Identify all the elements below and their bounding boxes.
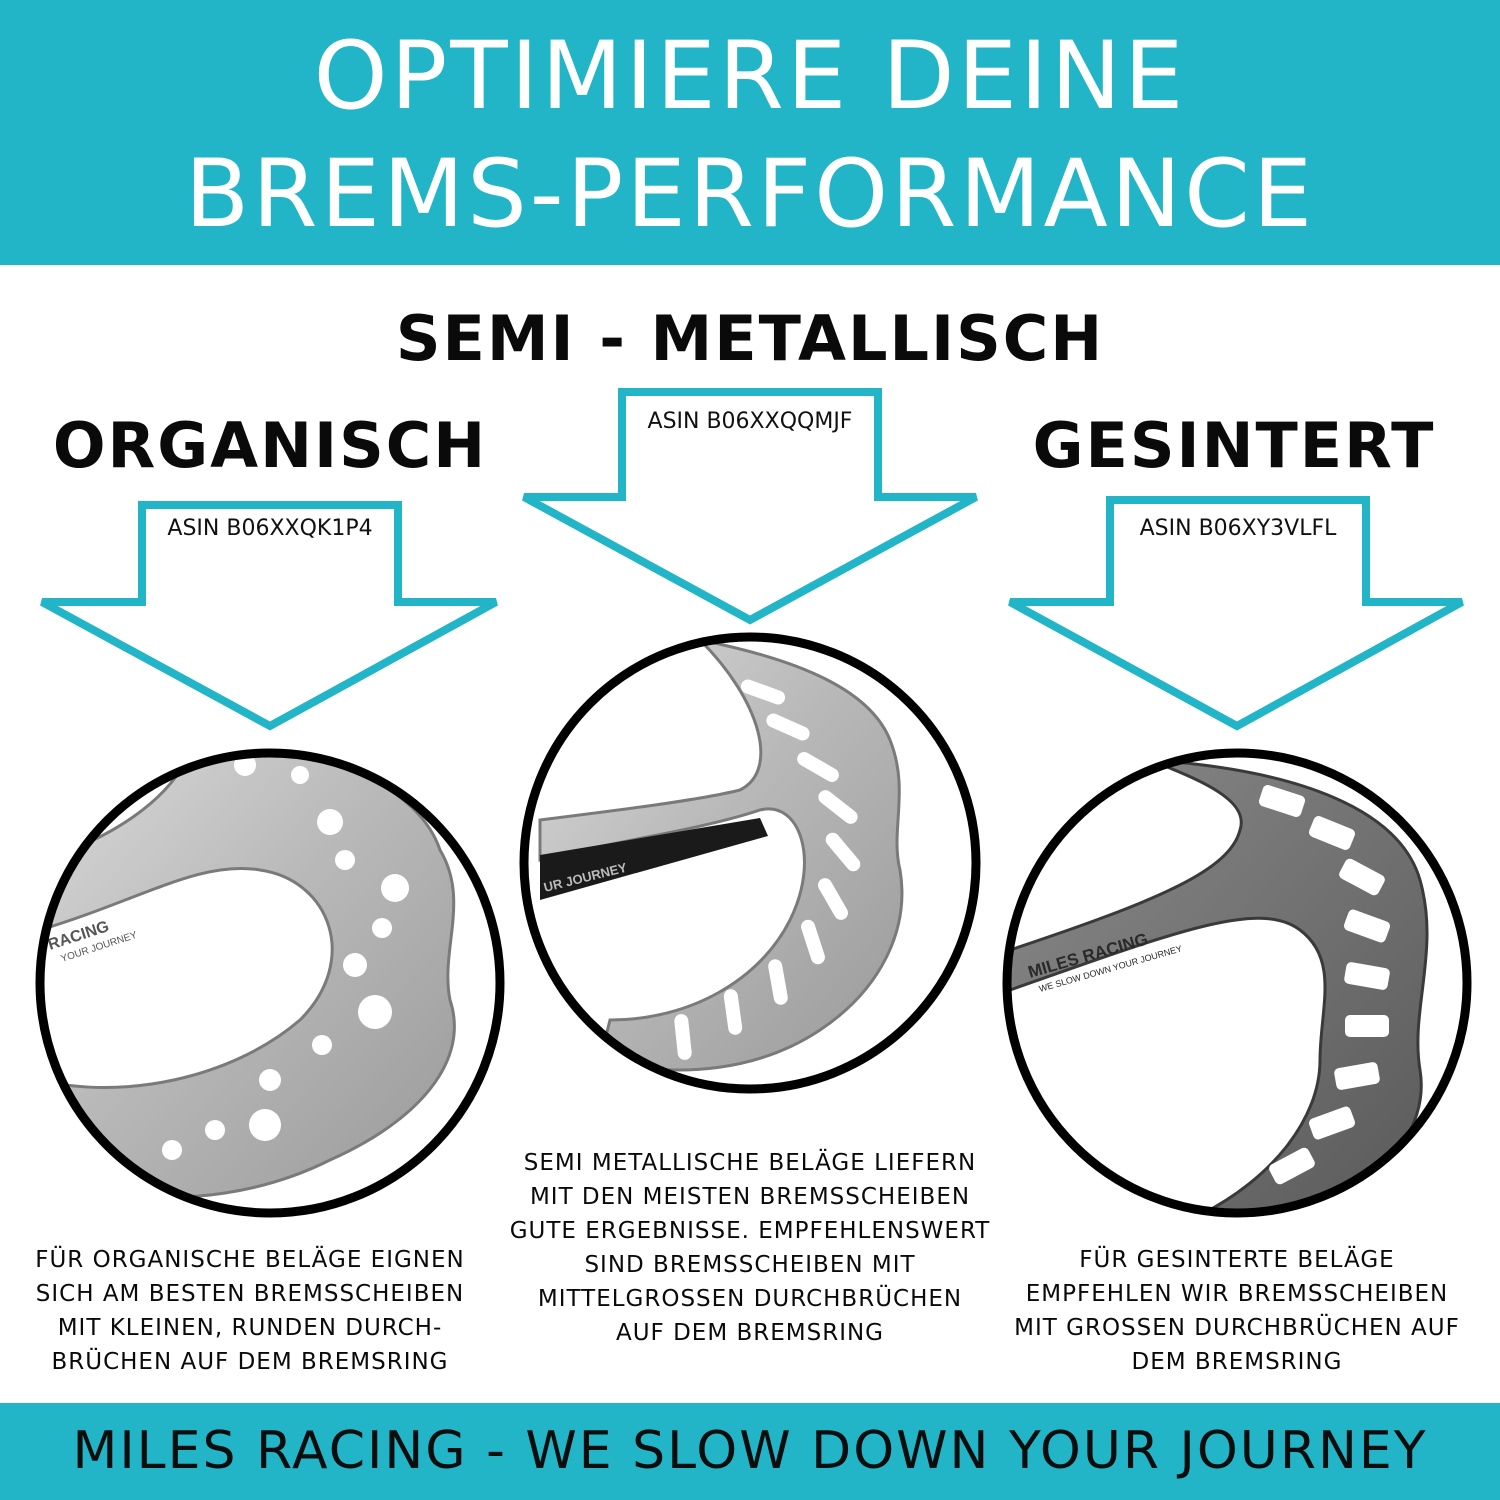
description-line: MIT DEN MEISTEN BREMSSCHEIBEN <box>529 1184 971 1210</box>
description-line: AUF DEM BREMSRING <box>615 1320 885 1346</box>
description-line: SIND BREMSSCHEIBEN MIT <box>584 1252 916 1278</box>
headline-line-1: OPTIMIERE DEINE <box>313 22 1187 131</box>
title-organisch: ORGANISCH <box>52 409 488 482</box>
title-semi-metallisch: SEMI - METALLISCH <box>395 302 1105 375</box>
disc-frame-circle <box>1002 748 1472 1218</box>
footer-banner: MILES RACING - WE SLOW DOWN YOUR JOURNEY <box>0 1403 1500 1500</box>
disc-image-sintered: MILES RACING WE SLOW DOWN YOUR JOURNEY <box>1002 748 1472 1218</box>
description-line: MIT GROSSEN DURCHBRÜCHEN AUF <box>1014 1315 1460 1341</box>
description-line: DEM BREMSRING <box>1131 1349 1343 1375</box>
description-gesintert: FÜR GESINTERTE BELÄGE EMPFEHLEN WIR BREM… <box>987 1243 1487 1379</box>
footer-slogan: MILES RACING - WE SLOW DOWN YOUR JOURNEY <box>72 1421 1428 1481</box>
description-line: FÜR GESINTERTE BELÄGE <box>1079 1247 1395 1273</box>
asin-gesintert: ASIN B06XY3VLFL <box>1139 516 1337 541</box>
arrow-down-icon <box>1008 496 1464 731</box>
description-line: EMPFEHLEN WIR BREMSSCHEIBEN <box>1025 1281 1449 1307</box>
description-organisch: FÜR ORGANISCHE BELÄGE EIGNEN SICH AM BES… <box>0 1243 500 1379</box>
description-line: GUTE ERGEBNISSE. EMPFEHLENSWERT <box>509 1218 991 1244</box>
description-semi-metallisch: SEMI METALLISCHE BELÄGE LIEFERN MIT DEN … <box>490 1146 1010 1350</box>
asin-semi-metallisch: ASIN B06XXQQMJF <box>647 409 853 434</box>
arrow-down-icon <box>522 388 978 625</box>
description-line: BRÜCHEN AUF DEM BREMSRING <box>51 1349 449 1375</box>
asin-organisch: ASIN B06XXQK1P4 <box>167 516 373 541</box>
description-line: SICH AM BESTEN BREMSSCHEIBEN <box>35 1281 465 1307</box>
disc-image-organic: RACING YOUR JOURNEY <box>35 748 505 1218</box>
arrow-down-icon <box>40 501 498 731</box>
description-line: SEMI METALLISCHE BELÄGE LIEFERN <box>523 1150 977 1176</box>
title-gesintert: GESINTERT <box>1032 409 1436 482</box>
headline-line-2: BREMS-PERFORMANCE <box>184 140 1316 249</box>
description-line: MIT KLEINEN, RUNDEN DURCH- <box>57 1315 443 1341</box>
disc-image-semi-metallic: UR JOURNEY <box>519 632 981 1094</box>
disc-frame-circle <box>519 632 981 1094</box>
header-banner: OPTIMIERE DEINE BREMS-PERFORMANCE <box>0 0 1500 265</box>
disc-frame-circle <box>35 748 505 1218</box>
description-line: MITTELGROSSEN DURCHBRÜCHEN <box>537 1286 963 1312</box>
description-line: FÜR ORGANISCHE BELÄGE EIGNEN <box>35 1247 465 1273</box>
